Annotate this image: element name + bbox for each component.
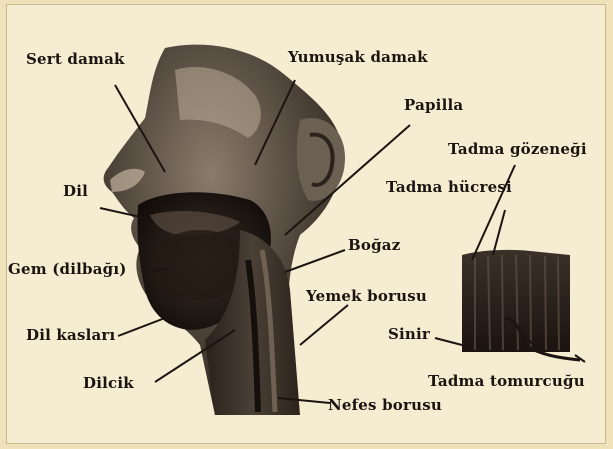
- label-sert-damak: Sert damak: [26, 50, 125, 68]
- label-yumusak-damak: Yumuşak damak: [288, 48, 428, 66]
- label-yemek-borusu: Yemek borusu: [306, 287, 427, 305]
- label-bogaz: Boğaz: [348, 236, 400, 254]
- label-dil-kaslari: Dil kasları: [26, 326, 115, 344]
- label-tadma-tomurcugu: Tadma tomurcuğu: [428, 372, 585, 390]
- label-papilla: Papilla: [404, 96, 463, 114]
- label-tadma-hucresi: Tadma hücresi: [386, 178, 512, 196]
- taste-bud-block: [462, 250, 580, 360]
- label-tadma-gozenegi: Tadma gözeneği: [448, 140, 587, 158]
- label-gem: Gem (dilbağı): [8, 260, 127, 278]
- label-nefes-borusu: Nefes borusu: [328, 396, 442, 414]
- label-dilcik: Dilcik: [83, 374, 134, 392]
- label-sinir: Sinir: [388, 325, 430, 343]
- label-dil: Dil: [63, 182, 88, 200]
